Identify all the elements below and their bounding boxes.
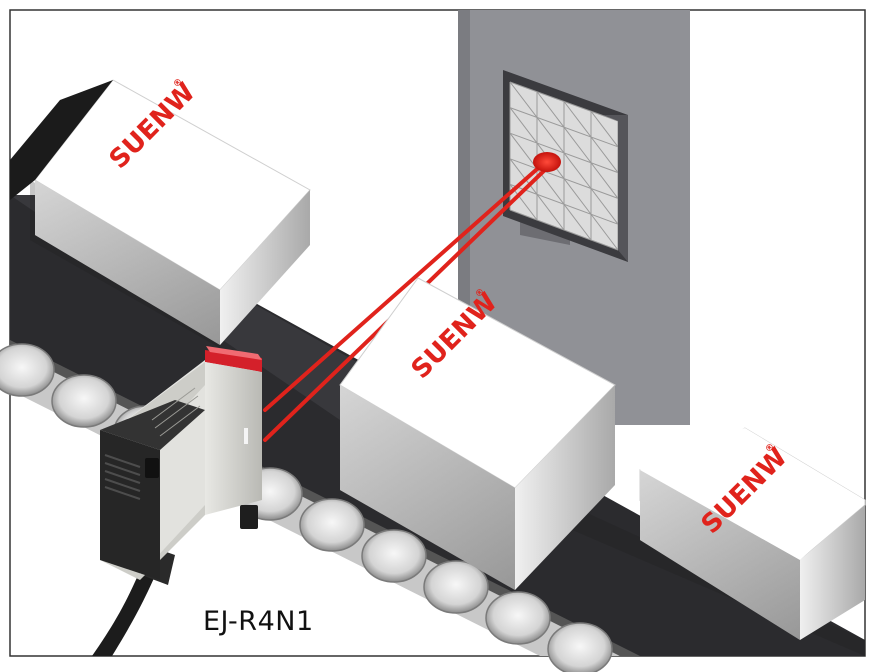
roller	[423, 560, 489, 614]
photoelectric-sensor	[92, 346, 262, 656]
reflector	[503, 70, 628, 262]
roller	[299, 498, 365, 552]
roller	[51, 374, 117, 428]
roller	[547, 622, 613, 672]
roller	[485, 591, 551, 645]
model-label: EJ-R4N1	[203, 606, 314, 637]
roller	[0, 343, 55, 397]
package-box-1	[10, 79, 311, 348]
package-box-2	[339, 277, 616, 590]
package-box-3	[639, 427, 866, 640]
laser-spot	[533, 152, 561, 172]
roller	[361, 529, 427, 583]
